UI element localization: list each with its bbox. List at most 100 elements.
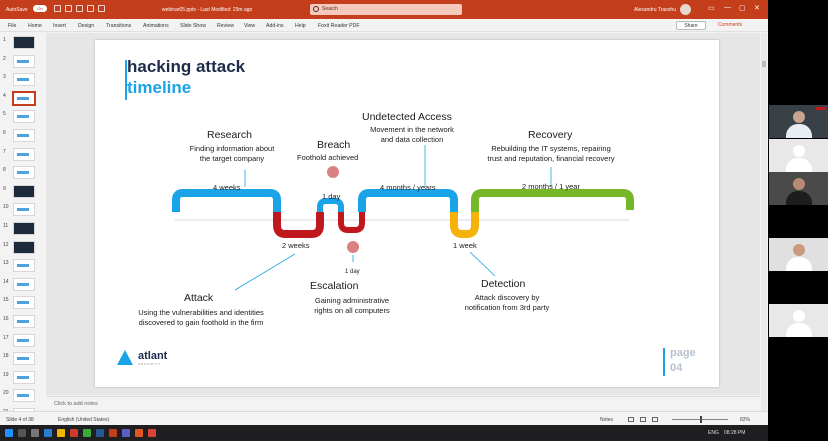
thumbnail-preview[interactable]: [13, 296, 35, 310]
reading-view-icon[interactable]: [652, 417, 658, 422]
explorer-icon[interactable]: [57, 429, 65, 437]
thumbnail-preview[interactable]: [12, 90, 36, 106]
search-box[interactable]: Search: [310, 4, 462, 15]
video-tile-3[interactable]: [769, 172, 828, 205]
edge-icon[interactable]: [44, 429, 52, 437]
search-taskbar-icon[interactable]: [18, 429, 26, 437]
thumbnail-preview[interactable]: [13, 184, 35, 198]
thumbnail-slide-12[interactable]: 12: [0, 240, 40, 258]
thumbnail-slide-2[interactable]: 2: [0, 54, 40, 72]
thumbnail-slide-13[interactable]: 13: [0, 258, 40, 276]
powerpoint-icon[interactable]: [109, 429, 117, 437]
thumbnail-preview[interactable]: [13, 166, 35, 180]
avatar[interactable]: [680, 4, 691, 15]
thumbnail-preview[interactable]: [13, 352, 35, 366]
notes-toggle[interactable]: Notes: [600, 417, 614, 423]
thumbnail-slide-19[interactable]: 19: [0, 370, 40, 388]
language-status[interactable]: English (United States): [58, 417, 110, 423]
app-icon[interactable]: [70, 429, 78, 437]
tab-home[interactable]: Home: [28, 23, 42, 29]
thumbnail-slide-7[interactable]: 7: [0, 147, 40, 165]
thumbnail-slide-16[interactable]: 16: [0, 314, 40, 332]
tab-help[interactable]: Help: [295, 23, 306, 29]
tab-add-ins[interactable]: Add-ins: [266, 23, 284, 29]
thumbnail-preview[interactable]: [13, 240, 35, 254]
thumbnail-slide-3[interactable]: 3: [0, 72, 40, 90]
undo-icon[interactable]: [65, 5, 72, 12]
teams-icon[interactable]: [122, 429, 130, 437]
thumbnail-slide-9[interactable]: 9: [0, 184, 40, 202]
search-placeholder: Search: [322, 6, 338, 12]
start-icon[interactable]: [5, 429, 13, 437]
thumbnail-preview[interactable]: [13, 36, 35, 49]
thumbnail-preview[interactable]: [13, 73, 35, 87]
research-duration: 4 weeks: [213, 183, 241, 192]
thumbnail-slide-6[interactable]: 6: [0, 128, 40, 146]
slide-canvas[interactable]: hacking attack timeline: [95, 40, 719, 387]
thumbnail-preview[interactable]: [13, 370, 35, 384]
clock[interactable]: 08:28 PM: [724, 430, 746, 436]
autosave-toggle[interactable]: On: [33, 5, 47, 12]
video-tile-4[interactable]: [769, 238, 828, 271]
thumbnail-preview[interactable]: [13, 203, 35, 217]
tab-design[interactable]: Design: [78, 23, 95, 29]
tab-file[interactable]: File: [8, 23, 17, 29]
thumbnail-preview[interactable]: [13, 129, 35, 142]
task-view-icon[interactable]: [31, 429, 39, 437]
ribbon-display-icon[interactable]: ▭: [708, 5, 715, 12]
video-tile-5[interactable]: [769, 304, 828, 337]
redo-icon[interactable]: [76, 5, 83, 12]
thumbnail-preview[interactable]: [13, 259, 35, 273]
minimize-button[interactable]: —: [724, 4, 731, 11]
recovery-segment: [471, 189, 634, 212]
thumbnail-slide-17[interactable]: 17: [0, 333, 40, 351]
present-icon[interactable]: [87, 5, 94, 12]
thumbnail-preview[interactable]: [13, 315, 35, 328]
thumbnail-preview[interactable]: [13, 333, 35, 347]
tab-review[interactable]: Review: [217, 23, 235, 29]
tab-slide-show[interactable]: Slide Show: [180, 23, 206, 29]
thumbnail-preview[interactable]: [13, 54, 35, 68]
tab-view[interactable]: View: [244, 23, 256, 29]
close-button[interactable]: ✕: [754, 5, 760, 12]
thumbnail-preview[interactable]: [13, 389, 35, 403]
share-button[interactable]: Share: [676, 21, 706, 30]
sorter-view-icon[interactable]: [640, 417, 646, 422]
thumbnail-slide-4[interactable]: 4: [0, 90, 40, 109]
thumbnail-preview[interactable]: [13, 147, 35, 161]
customize-toolbar-icon[interactable]: [98, 5, 105, 12]
excel-icon[interactable]: [83, 429, 91, 437]
video-tile-2[interactable]: [769, 139, 828, 172]
thumbnail-preview[interactable]: [13, 277, 35, 291]
thumbnail-slide-20[interactable]: 20: [0, 388, 40, 406]
zoom-slider-handle[interactable]: [700, 416, 702, 423]
word-icon[interactable]: [96, 429, 104, 437]
thumbnail-slide-14[interactable]: 14: [0, 277, 40, 295]
tab-transitions[interactable]: Transitions: [106, 23, 132, 29]
thumbnail-slide-1[interactable]: 1: [0, 35, 40, 53]
thumbnail-slide-5[interactable]: 5: [0, 109, 40, 127]
maximize-button[interactable]: ▢: [739, 5, 746, 12]
thumbnail-slide-18[interactable]: 18: [0, 351, 40, 369]
notes-pane[interactable]: Click to add notes: [46, 396, 760, 410]
save-icon[interactable]: [54, 5, 61, 12]
thumbnail-preview[interactable]: [13, 222, 35, 235]
tab-animations[interactable]: Animations: [143, 23, 169, 29]
chrome-icon[interactable]: [148, 429, 156, 437]
tab-foxit[interactable]: Foxit Reader PDF: [318, 23, 360, 29]
thumbnail-slide-8[interactable]: 8: [0, 165, 40, 183]
thumbnail-slide-10[interactable]: 10: [0, 202, 40, 220]
thumbnail-slide-11[interactable]: 11: [0, 221, 40, 239]
thumbnail-preview[interactable]: [13, 110, 35, 124]
tab-insert[interactable]: Insert: [53, 23, 66, 29]
firefox-icon[interactable]: [135, 429, 143, 437]
slide-scrollbar[interactable]: [761, 33, 767, 411]
input-language[interactable]: ENG: [708, 430, 719, 436]
thumbnail-slide-15[interactable]: 15: [0, 295, 40, 313]
zoom-level[interactable]: 82%: [740, 417, 751, 423]
video-tile-1[interactable]: [769, 105, 828, 138]
slide-title-line2: timeline: [127, 78, 192, 97]
comments-button[interactable]: Comments: [717, 22, 743, 28]
thumbnail-content: [17, 152, 29, 156]
normal-view-icon[interactable]: [628, 417, 634, 422]
